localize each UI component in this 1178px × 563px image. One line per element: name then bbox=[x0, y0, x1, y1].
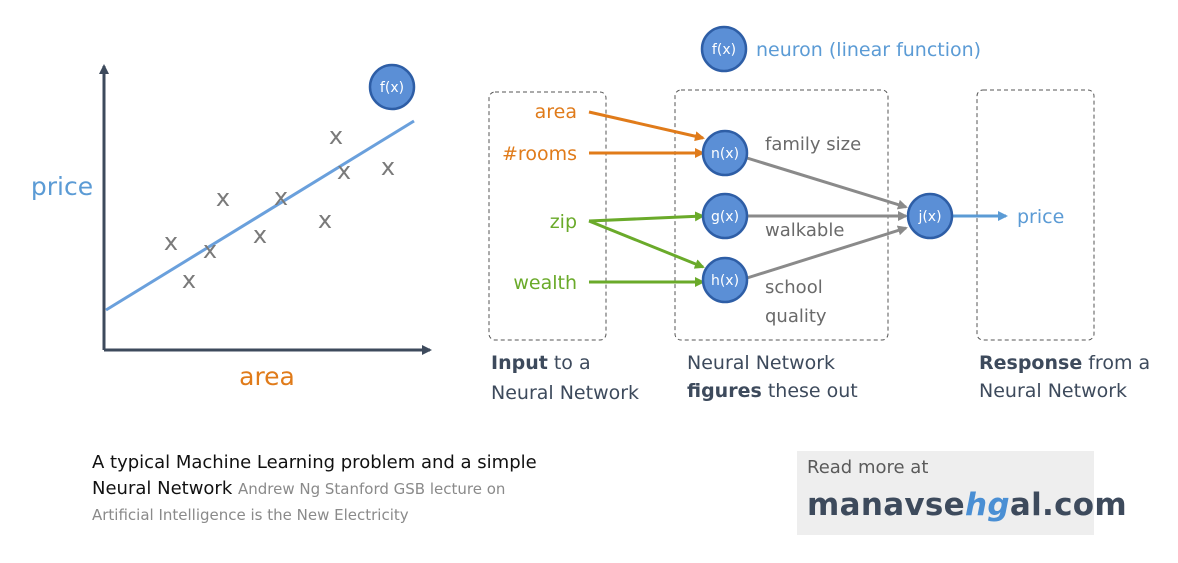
data-point: x bbox=[274, 183, 288, 211]
y-axis-label: price bbox=[31, 172, 93, 201]
hidden-neuron-g: g(x) bbox=[701, 192, 749, 240]
neuron-n-label: n(x) bbox=[711, 146, 739, 162]
caption-title-end: Neural Network bbox=[92, 478, 233, 499]
x-axis-label: area bbox=[239, 362, 295, 391]
read-more-label: Read more at bbox=[807, 457, 929, 478]
data-point: x bbox=[182, 266, 196, 294]
trend-line bbox=[105, 119, 415, 312]
input-area: area bbox=[535, 101, 577, 123]
output-price: price bbox=[1017, 206, 1064, 228]
site-part-b: se bbox=[924, 487, 965, 523]
data-point: x bbox=[216, 184, 230, 212]
input-rooms: #rooms bbox=[502, 143, 577, 165]
neuron-h-label: h(x) bbox=[711, 273, 739, 289]
edge-h-j bbox=[746, 225, 908, 280]
hidden-neuron-n: n(x) bbox=[701, 129, 749, 177]
edge-zip-h bbox=[588, 219, 705, 269]
data-point: x bbox=[381, 153, 395, 181]
output-box bbox=[976, 89, 1095, 341]
input-caption-line2: Neural Network bbox=[491, 382, 639, 404]
plot-neuron-label: f(x) bbox=[380, 80, 404, 96]
site-link[interactable]: manavsehgal.com bbox=[807, 487, 1127, 523]
data-point: x bbox=[337, 157, 351, 185]
scatter-plot: x x x x x x x x x x price area f(x) bbox=[31, 63, 432, 391]
site-part-a: manav bbox=[807, 487, 925, 523]
caption-source-b: Artificial Intelligence is the New Elect… bbox=[92, 506, 409, 524]
output-neuron-label: j(x) bbox=[917, 209, 941, 225]
response-caption-line2: Neural Network bbox=[979, 380, 1127, 402]
connections bbox=[588, 110, 1008, 287]
input-zip: zip bbox=[550, 211, 577, 233]
legend-neuron-label: f(x) bbox=[712, 42, 736, 58]
input-box bbox=[488, 91, 607, 341]
caption-line2: Neural Network Andrew Ng Stanford GSB le… bbox=[92, 476, 612, 502]
network-caption-line1: Neural Network bbox=[687, 352, 835, 374]
data-point: x bbox=[164, 228, 178, 256]
data-point: x bbox=[329, 122, 343, 150]
hidden-neuron-h: h(x) bbox=[701, 256, 749, 304]
caption-source-a: Andrew Ng Stanford GSB lecture on bbox=[238, 480, 506, 498]
neuron-g-label: g(x) bbox=[711, 209, 739, 225]
edge-area-n bbox=[588, 110, 705, 142]
edge-zip-g bbox=[588, 211, 705, 223]
site-part-c: hg bbox=[965, 487, 1010, 523]
feature-walkable: walkable bbox=[765, 220, 844, 241]
data-point: x bbox=[318, 206, 332, 234]
feature-school: school bbox=[765, 277, 823, 298]
response-caption-line1: Response from a bbox=[979, 352, 1150, 374]
data-point: x bbox=[253, 221, 267, 249]
caption-line1: A typical Machine Learning problem and a… bbox=[92, 452, 537, 473]
site-part-d: al.com bbox=[1009, 487, 1127, 523]
input-wealth: wealth bbox=[513, 272, 577, 294]
bottom-caption: A typical Machine Learning problem and a… bbox=[92, 450, 612, 528]
edge-n-j bbox=[746, 156, 908, 210]
feature-family-size: family size bbox=[765, 134, 861, 155]
input-caption-line1: Input to a bbox=[491, 352, 591, 374]
legend-text: neuron (linear function) bbox=[756, 39, 981, 61]
data-point: x bbox=[203, 236, 217, 264]
feature-quality: quality bbox=[765, 306, 827, 327]
read-more-box[interactable]: Read more at manavsehgal.com bbox=[797, 451, 1127, 535]
output-neuron: j(x) bbox=[906, 192, 954, 240]
plot-neuron: f(x) bbox=[368, 63, 416, 111]
neuron-legend: f(x) neuron (linear function) bbox=[700, 25, 981, 73]
network-caption-line2: figures these out bbox=[687, 380, 858, 402]
